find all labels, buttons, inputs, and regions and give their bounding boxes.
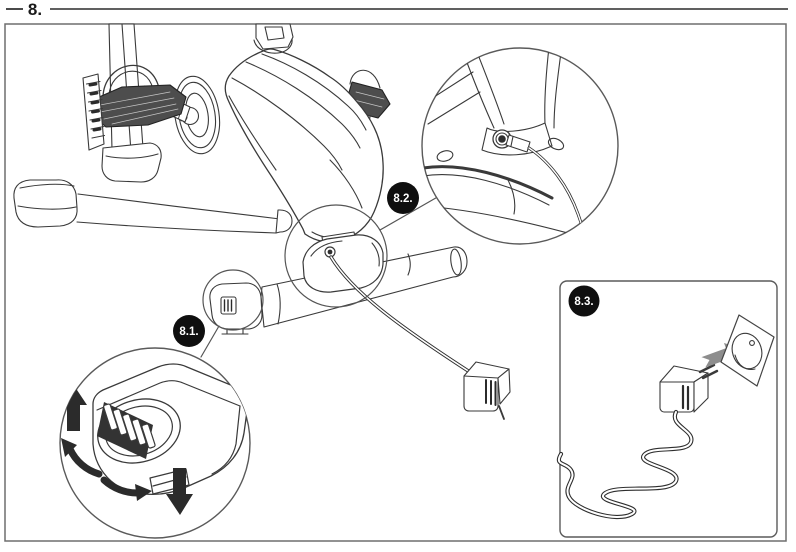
callout-label-8-2: 8.2. bbox=[393, 193, 412, 205]
knurled-knob bbox=[97, 402, 156, 459]
plug-prongs bbox=[698, 363, 719, 380]
wall-outlet bbox=[720, 314, 775, 387]
front-stabilizer bbox=[13, 179, 293, 234]
down-arrow-icon bbox=[166, 468, 193, 515]
exercise-bike-illustration bbox=[13, 23, 511, 420]
step-number: 8. bbox=[28, 0, 42, 19]
foot-zoom-source-circle bbox=[202, 269, 264, 331]
detail-box-8-3 bbox=[556, 280, 778, 538]
rotate-cw-arrow-icon bbox=[135, 484, 152, 501]
rotate-ccw-arrow-icon bbox=[61, 438, 77, 457]
callout-badge-8-1: 8.1. bbox=[173, 315, 205, 347]
callout-badges: 8.1. 8.2. 8.3. bbox=[173, 182, 600, 347]
callout-badge-8-3: 8.3. bbox=[568, 285, 600, 317]
callout-label-8-3: 8.3. bbox=[574, 296, 593, 308]
adapter-cord bbox=[556, 409, 694, 520]
power-adapter-small bbox=[463, 361, 511, 420]
power-cable bbox=[329, 255, 478, 378]
step-header: 8. bbox=[6, 0, 788, 19]
power-port bbox=[324, 246, 336, 258]
callout-badge-8-2: 8.2. bbox=[387, 182, 419, 214]
callout-label-8-1: 8.1. bbox=[179, 326, 198, 338]
seat-post bbox=[253, 23, 294, 54]
leveling-foot-detail bbox=[92, 363, 249, 495]
left-pedal bbox=[82, 64, 187, 151]
leader-line-8-2 bbox=[379, 194, 442, 231]
detail-circle-8-1 bbox=[59, 347, 251, 539]
port-zoom-source-circle bbox=[284, 204, 388, 308]
leader-line-8-1 bbox=[200, 325, 220, 358]
power-adapter-large bbox=[659, 363, 719, 413]
bike-body bbox=[224, 48, 384, 243]
rear-support bbox=[302, 231, 384, 293]
